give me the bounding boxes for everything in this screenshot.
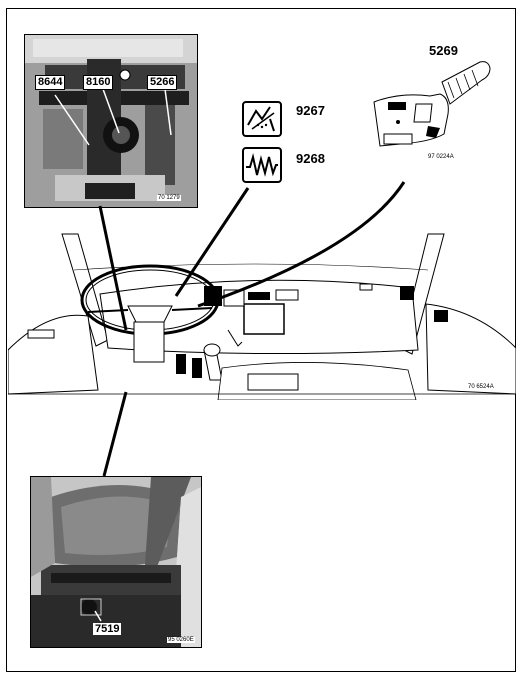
seat-base-photo: 7519 95 0260E	[30, 476, 202, 648]
page-frame	[6, 8, 516, 672]
stalk-code-5269: 5269	[429, 43, 458, 58]
stalk-ref: 97 0224A	[428, 154, 454, 160]
seat-ref: 95 0260E	[167, 637, 195, 643]
stalk-switch-drawing: 97 0224A	[370, 42, 500, 172]
label-8644: 8644	[35, 75, 66, 90]
wave-signal-symbol	[242, 147, 282, 183]
cab-ref: 70 6524A	[468, 384, 494, 390]
top-photo-ref: 70 1279	[157, 195, 181, 201]
wave-signal-icon	[246, 153, 278, 177]
label-5266: 5266	[147, 75, 178, 90]
cab-interior-drawing: 70 6524A	[8, 230, 516, 400]
symbol-code-9267: 9267	[296, 103, 325, 118]
seat-code-7519: 7519	[93, 623, 122, 635]
steering-column-photo: 8644 8160 5266 70 1279	[24, 34, 198, 208]
label-8160: 8160	[83, 75, 114, 90]
symbol-code-9268: 9268	[296, 151, 325, 166]
fuel-tilt-symbol	[242, 101, 282, 137]
fuel-tilt-icon	[247, 106, 275, 132]
